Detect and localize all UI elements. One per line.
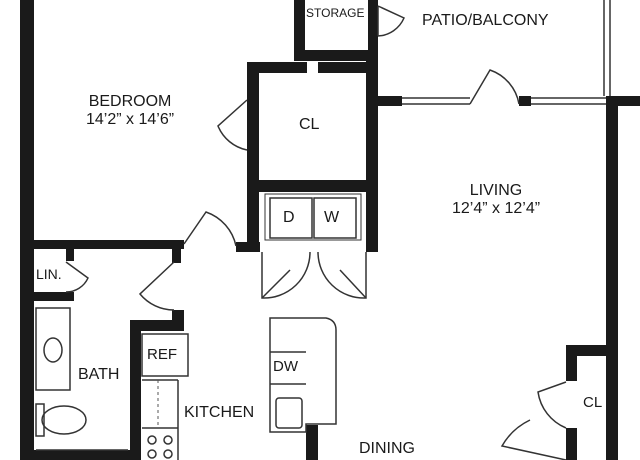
label-refrigerator: REF xyxy=(147,346,177,363)
walls xyxy=(20,0,640,460)
peninsula xyxy=(269,317,337,433)
room-label-dining: DINING xyxy=(359,440,415,458)
bedroom-name: BEDROOM xyxy=(88,93,172,110)
ref-name: REF xyxy=(147,346,177,363)
dining-name: DINING xyxy=(359,440,415,457)
room-label-bath: BATH xyxy=(78,366,119,384)
washer-unit xyxy=(313,197,357,239)
fixtures xyxy=(35,193,362,460)
living-dimensions: 12’4” x 12’4” xyxy=(452,200,541,218)
room-label-closet-bedroom: CL xyxy=(299,116,319,134)
room-label-storage: STORAGE xyxy=(306,6,365,21)
toilet-bowl xyxy=(41,405,87,435)
room-label-linen: LIN. xyxy=(36,266,62,282)
windows xyxy=(402,0,611,105)
dryer-unit xyxy=(269,197,313,239)
label-washer: W xyxy=(324,209,339,227)
washer-name: W xyxy=(324,209,340,226)
living-name: LIVING xyxy=(469,182,523,199)
doors xyxy=(65,5,567,460)
dishwasher-name: DW xyxy=(273,358,298,375)
room-label-living: LIVING 12’4” x 12’4” xyxy=(452,182,540,219)
storage-name: STORAGE xyxy=(306,6,365,20)
kitchen-sink xyxy=(275,397,303,429)
sink xyxy=(43,337,63,363)
label-dishwasher: DW xyxy=(273,358,298,375)
label-dryer: D xyxy=(283,209,295,227)
kitchen-name: KITCHEN xyxy=(184,404,255,421)
linen-name: LIN. xyxy=(36,266,62,282)
room-label-bedroom: BEDROOM 14’2” x 14’6” xyxy=(86,93,174,130)
toilet-tank xyxy=(35,403,45,437)
closet-living-name: CL xyxy=(583,394,603,411)
room-label-closet-living: CL xyxy=(583,394,602,411)
room-label-patio: PATIO/BALCONY xyxy=(422,12,549,30)
room-label-kitchen: KITCHEN xyxy=(184,404,254,422)
bedroom-dimensions: 14’2” x 14’6” xyxy=(86,111,175,129)
vanity xyxy=(35,307,71,391)
bath-name: BATH xyxy=(78,366,120,383)
dryer-name: D xyxy=(283,209,295,226)
closet-bedroom-name: CL xyxy=(299,116,320,133)
patio-name: PATIO/BALCONY xyxy=(422,12,549,29)
refrigerator xyxy=(141,333,189,377)
